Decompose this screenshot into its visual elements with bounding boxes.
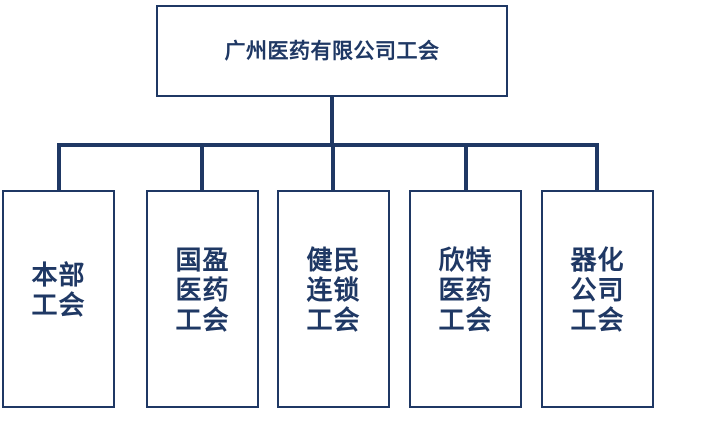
org-node-root-label: 广州医药有限公司工会 (224, 38, 440, 63)
org-node-child-1-label: 本部 工会 (31, 261, 86, 321)
org-node-child-2[interactable]: 国盈 医药 工会 (146, 190, 259, 408)
connector-root-stem (330, 97, 334, 145)
connector-drop-2 (200, 143, 204, 191)
connector-drop-5 (595, 143, 599, 191)
connector-horizontal-bus (57, 143, 598, 147)
org-node-child-3[interactable]: 健民 连锁 工会 (277, 190, 390, 408)
connector-drop-1 (57, 143, 61, 191)
connector-drop-4 (464, 143, 468, 191)
org-node-child-3-label: 健民 连锁 工会 (306, 246, 361, 336)
org-node-child-2-label: 国盈 医药 工会 (175, 246, 230, 336)
org-node-child-5[interactable]: 器化 公司 工会 (541, 190, 654, 408)
org-node-child-4-label: 欣特 医药 工会 (438, 246, 493, 336)
org-node-child-5-label: 器化 公司 工会 (570, 246, 625, 336)
org-node-child-1[interactable]: 本部 工会 (2, 190, 115, 408)
org-node-child-4[interactable]: 欣特 医药 工会 (409, 190, 522, 408)
org-node-root[interactable]: 广州医药有限公司工会 (156, 5, 508, 97)
connector-drop-3 (331, 143, 335, 191)
